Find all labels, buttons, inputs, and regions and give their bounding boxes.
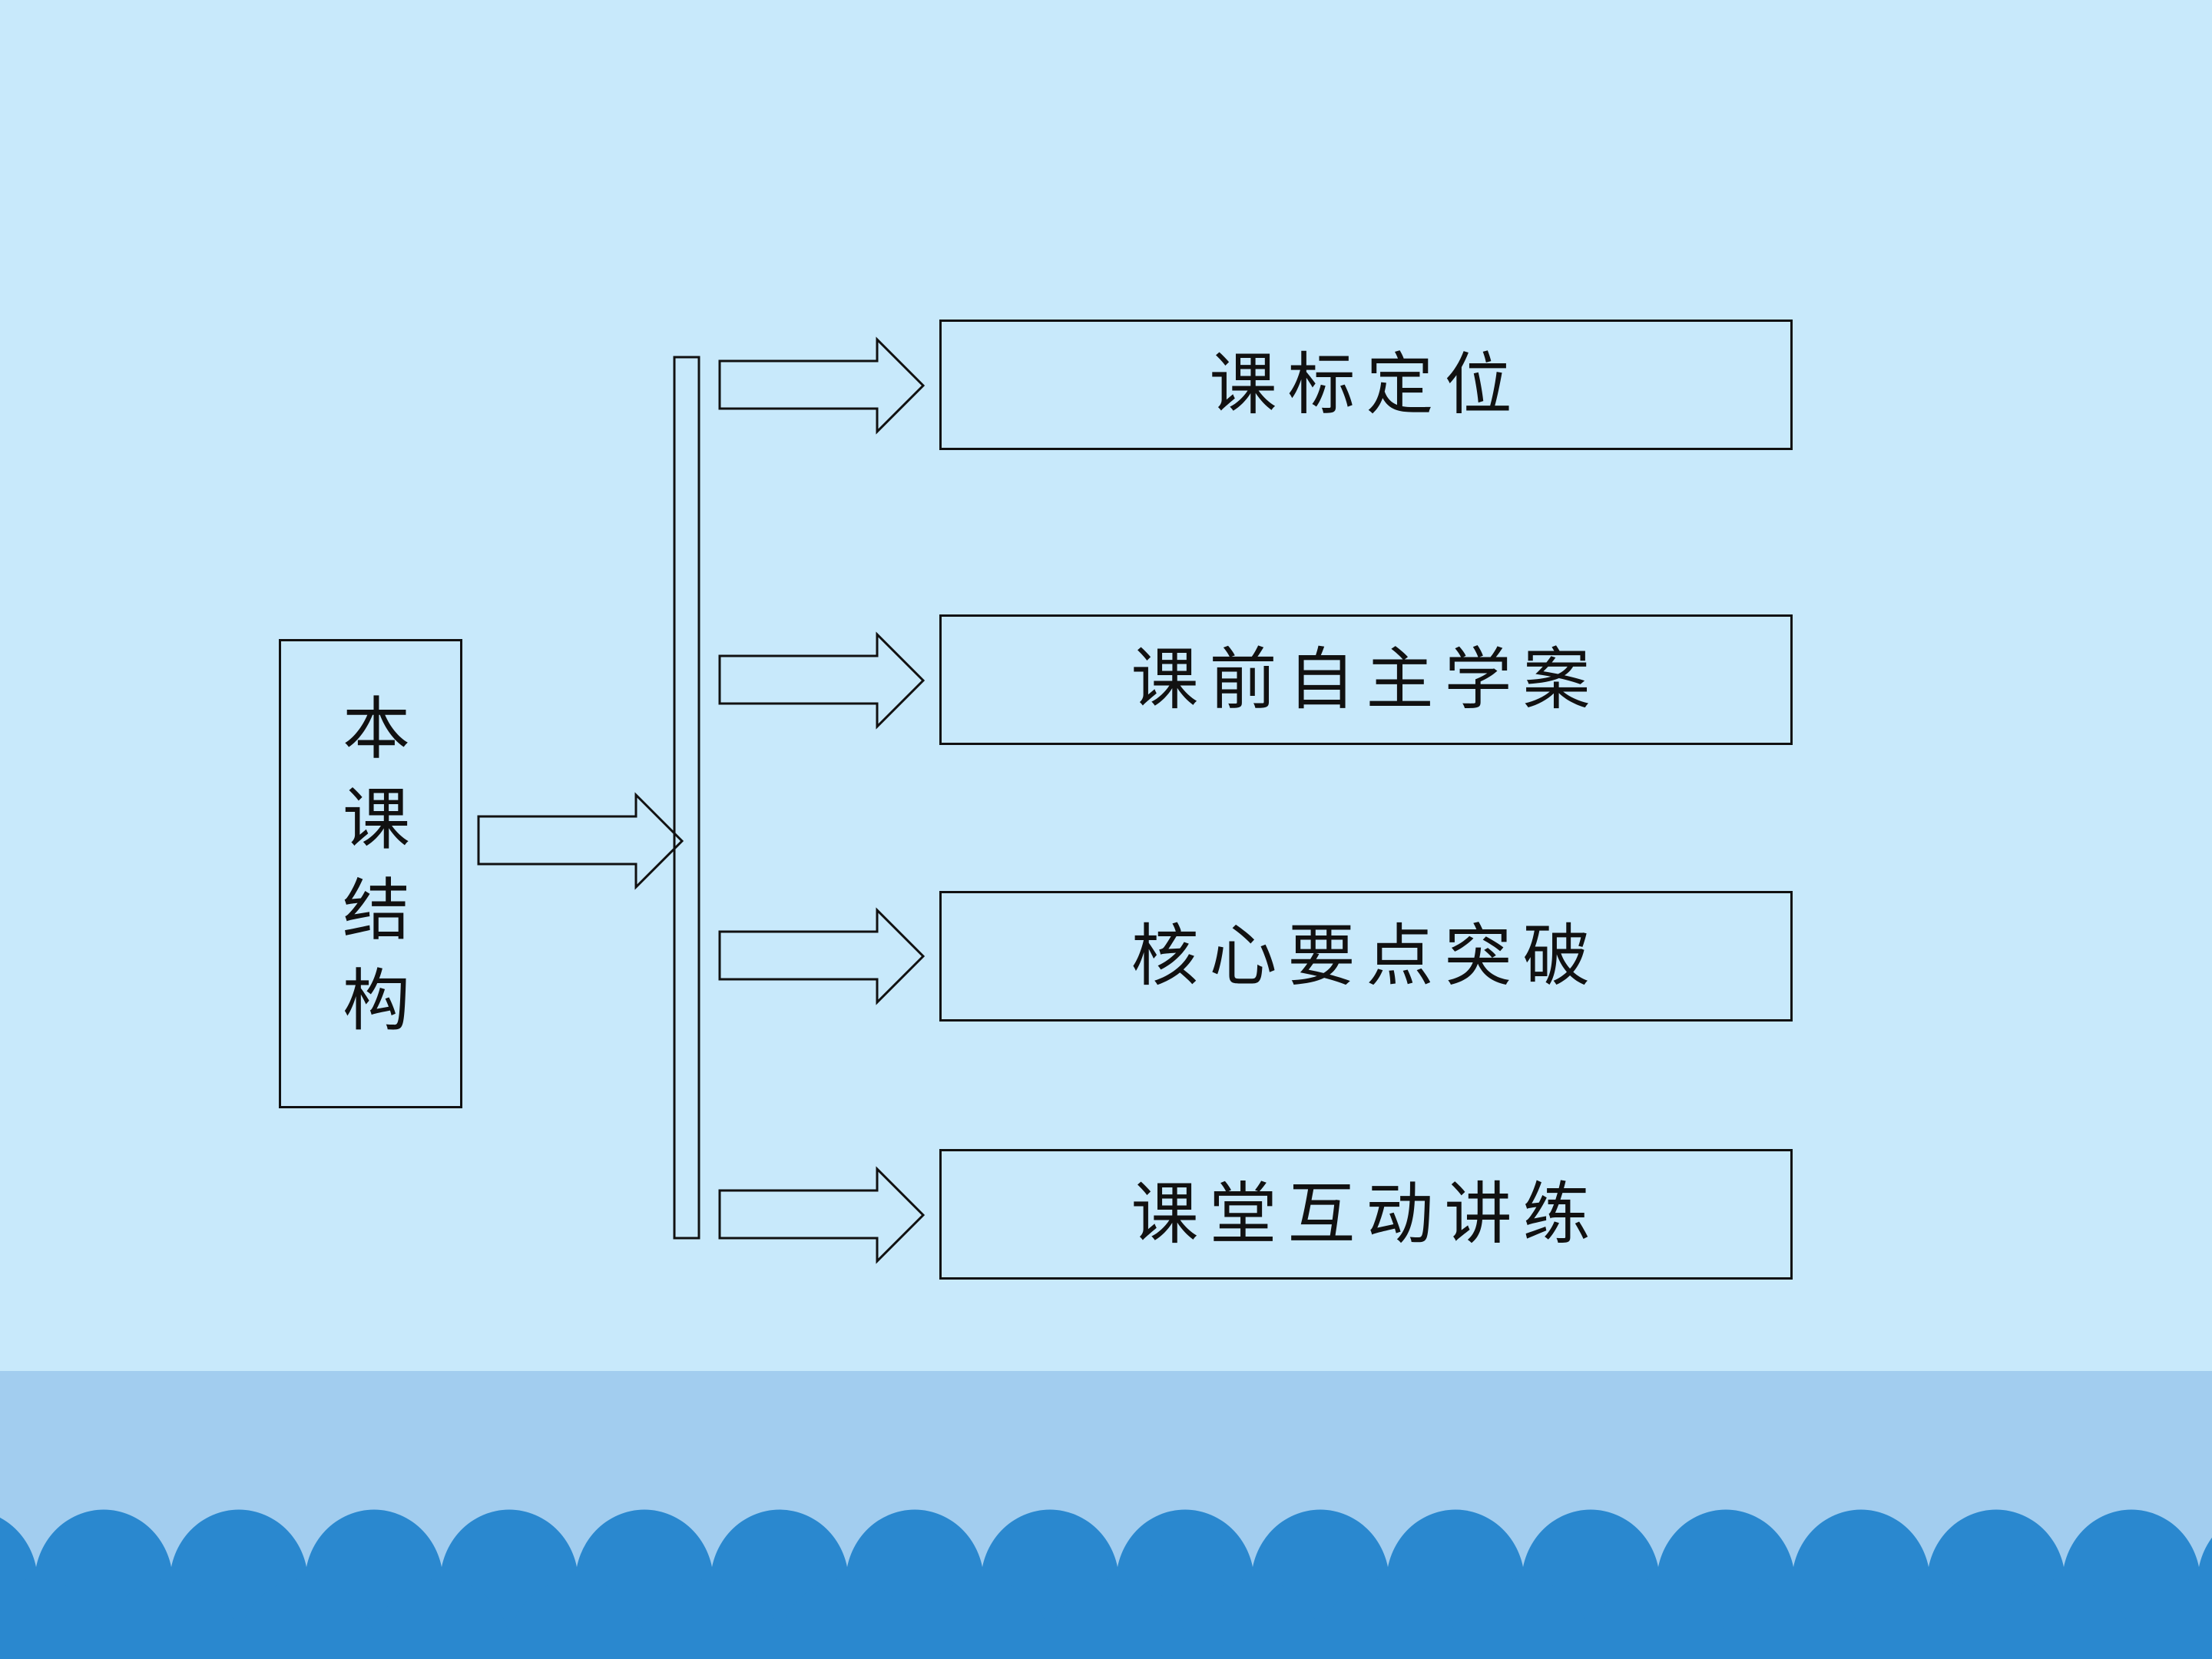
- scallop-1: [1724, 1578, 1863, 1659]
- scallop-decoration: [0, 1509, 2212, 1659]
- scallop-1: [1048, 1578, 1187, 1659]
- scallop-1: [373, 1578, 511, 1659]
- scallop-1: [1859, 1578, 1998, 1659]
- scallop-1: [1995, 1578, 2133, 1659]
- branch-arrow-1: [718, 336, 926, 435]
- scallop-1: [2130, 1578, 2212, 1659]
- branch-arrow-4: [718, 1166, 926, 1264]
- root-box: 本课结构: [279, 639, 462, 1108]
- scallop-base: [0, 1651, 2212, 1659]
- scallop-1: [643, 1578, 781, 1659]
- scallop-1: [778, 1578, 916, 1659]
- child-box-1: 课标定位: [939, 320, 1793, 450]
- scallop-1: [913, 1578, 1051, 1659]
- scallop-1: [1319, 1578, 1457, 1659]
- root-label: 本课结构: [331, 692, 411, 1055]
- scallop-1: [0, 1578, 105, 1659]
- child-label-2: 课前自主学案: [1131, 640, 1601, 719]
- scallop-1: [1589, 1578, 1727, 1659]
- scallop-1: [1454, 1578, 1592, 1659]
- child-box-2: 课前自主学案: [939, 614, 1793, 745]
- child-label-1: 课标定位: [1209, 345, 1523, 424]
- branch-arrow-2: [718, 631, 926, 730]
- child-box-3: 核心要点突破: [939, 891, 1793, 1022]
- child-box-4: 课堂互动讲练: [939, 1149, 1793, 1280]
- child-label-4: 课堂互动讲练: [1131, 1174, 1601, 1253]
- branch-arrow-3: [718, 907, 926, 1005]
- scallop-1: [1184, 1578, 1322, 1659]
- child-label-3: 核心要点突破: [1131, 916, 1601, 995]
- scallop-1: [508, 1578, 646, 1659]
- scallop-1: [237, 1578, 376, 1659]
- root-arrow: [477, 792, 684, 890]
- bracket-bar: [673, 356, 700, 1240]
- scallop-1: [102, 1578, 240, 1659]
